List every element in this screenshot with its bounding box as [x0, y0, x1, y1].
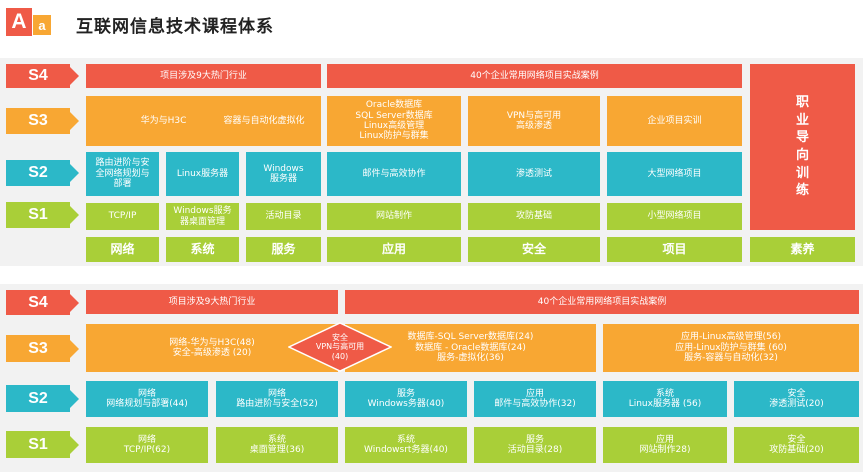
bottom-s4-cases: 40个企业常用网络项目实战案例: [345, 290, 859, 314]
bottom-level-s4-tag: S4: [6, 290, 79, 315]
top-s2-linux-server: Linux服务器: [166, 152, 239, 196]
top-category-system: 系统: [166, 237, 239, 262]
bottom-s1-item: 系统 桌面管理(36): [216, 427, 338, 463]
top-s1-small-project: 小型网络项目: [607, 203, 742, 230]
top-s1-windows-desktop: Windows服务 器桌面管理: [166, 203, 239, 230]
top-level-s1-tag: S1: [6, 202, 79, 228]
top-s2-mail: 邮件与高效协作: [327, 152, 461, 196]
top-s1-attack-basics: 攻防基础: [468, 203, 600, 230]
bottom-s1-item: 系统 Windowsrt务器(40): [345, 427, 467, 463]
top-category-application: 应用: [327, 237, 461, 262]
top-s2-windows-server: Windows 服务器: [246, 152, 321, 196]
top-s1-tcpip: TCP/IP: [86, 203, 159, 230]
top-category-service: 服务: [246, 237, 321, 262]
top-category-security: 安全: [468, 237, 600, 262]
diamond-shape: [288, 322, 392, 372]
bottom-level-s1-tag: S1: [6, 431, 79, 458]
top-s2-large-project: 大型网络项目: [607, 152, 742, 196]
top-s3-container: 容器与自动化虚拟化: [207, 96, 321, 146]
top-s3-vpn: VPN与高可用 高级渗透: [468, 96, 600, 146]
diamond-label: 安全 VPN与高可用 (40): [315, 333, 365, 361]
page-title: 互联网信息技术课程体系: [76, 17, 274, 37]
top-s3-oracle: Oracle数据库 SQL Server数据库 Linux高级管理 Linux防…: [327, 96, 461, 146]
top-category-literacy: 素养: [750, 237, 855, 262]
bottom-s2-item: 安全 渗透测试(20): [734, 381, 859, 417]
bottom-s2-item: 服务 Windows务器(40): [345, 381, 467, 417]
bottom-s4-industry: 项目涉及9大热门行业: [86, 290, 338, 314]
bottom-s2-item: 系统 Linux服务器 (56): [603, 381, 727, 417]
top-level-s2-tag: S2: [6, 160, 79, 186]
bottom-level-s2-tag: S2: [6, 385, 79, 412]
bottom-s3-right: 应用-Linux高级管理(56) 应用-Linux防护与群集 (60) 服务-容…: [603, 324, 859, 372]
top-level-s4-tag: S4: [6, 64, 79, 88]
top-category-project: 项目: [607, 237, 742, 262]
bottom-s1-item: 安全 攻防基础(20): [734, 427, 859, 463]
bottom-level-s3-tag: S3: [6, 335, 79, 362]
top-level-s3-tag: S3: [6, 108, 79, 134]
top-s2-pentest: 渗透测试: [468, 152, 600, 196]
logo-letter-small: a: [33, 15, 51, 35]
top-s4-cases: 40个企业常用网络项目实战案例: [327, 64, 742, 88]
bottom-s1-item: 服务 活动目录(28): [474, 427, 596, 463]
bottom-s3-diamond: 安全 VPN与高可用 (40): [288, 322, 392, 372]
bottom-s2-item: 网络 网络规划与部署(44): [86, 381, 208, 417]
bottom-s1-item: 网络 TCP/IP(62): [86, 427, 208, 463]
bottom-s2-item: 网络 路由进阶与安全(52): [216, 381, 338, 417]
top-s1-website: 网站制作: [327, 203, 461, 230]
top-category-network: 网络: [86, 237, 159, 262]
bottom-s1-item: 应用 网站制作28): [603, 427, 727, 463]
top-s3-enterprise: 企业项目实训: [607, 96, 742, 146]
top-s4-industry: 项目涉及9大热门行业: [86, 64, 321, 88]
top-s1-active-directory: 活动目录: [246, 203, 321, 230]
top-s2-routing: 路由进阶与安 全网络规划与 部署: [86, 152, 159, 196]
logo-letter-big: A: [6, 8, 32, 36]
bottom-s2-item: 应用 邮件与高效协作(32): [474, 381, 596, 417]
top-career-training: 职 业 导 向 训 练: [750, 64, 855, 230]
